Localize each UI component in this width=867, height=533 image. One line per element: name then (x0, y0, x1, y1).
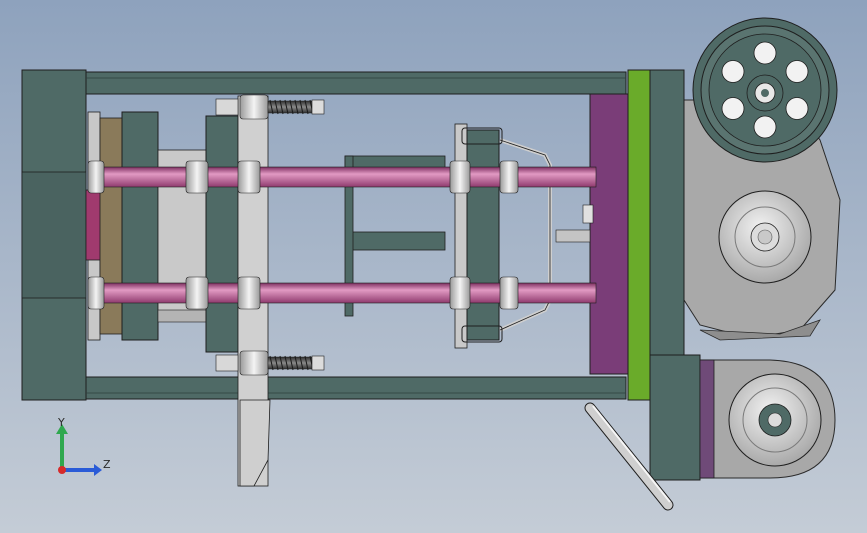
pulley-hole (785, 97, 809, 120)
drive-pulley-large[interactable] (692, 17, 838, 163)
hex-nut (215, 354, 239, 372)
spring-bolt-assemblies (215, 94, 325, 376)
spring-collar (239, 94, 269, 120)
spring-coil (299, 99, 304, 115)
bolt-head (311, 355, 325, 371)
rod-bushing (237, 160, 261, 194)
pulley-hole (785, 60, 809, 83)
guide-rod-1 (95, 166, 597, 188)
spring-coil (299, 355, 304, 371)
triad-origin (58, 466, 66, 474)
spring-coil (304, 355, 309, 371)
rod-bushing (237, 276, 261, 310)
spring-coil (274, 355, 279, 371)
guide-rods (87, 160, 597, 310)
spring-coil (269, 99, 274, 115)
spring-bolt-1 (215, 94, 325, 120)
motor-pulley (728, 373, 822, 467)
coordinate-triad: Y Z (56, 416, 111, 476)
main-frame (21, 69, 627, 401)
spring-bolt-2 (215, 350, 325, 376)
idler-pulley (718, 190, 812, 284)
z-axis-label: Z (103, 458, 111, 471)
fixed-platen (555, 69, 715, 481)
guide-rod-2 (95, 282, 597, 304)
spring-coil (304, 99, 309, 115)
spring-coil (269, 355, 274, 371)
spring-coil (279, 355, 284, 371)
hex-nut (215, 98, 239, 116)
pulley-spoke-holes (721, 41, 809, 139)
rod-bushing (185, 276, 209, 310)
guide-plate (454, 123, 503, 349)
spring-collar (239, 350, 269, 376)
spring-coil (289, 355, 294, 371)
spring-coil (294, 99, 299, 115)
spring-coil (294, 355, 299, 371)
spring-coil (284, 99, 289, 115)
rod-bushing (185, 160, 209, 194)
rod-bushing (449, 160, 471, 194)
pulley-hole (753, 41, 777, 65)
middle-carriage (344, 138, 552, 332)
bottom-rail (85, 376, 627, 400)
pulley-hole (721, 97, 745, 120)
pulley-hole (753, 115, 777, 139)
rod-bushing (87, 276, 105, 310)
rod-bushing (499, 276, 519, 310)
spring-coil (289, 99, 294, 115)
top-rail (85, 71, 627, 95)
spring-coil (284, 355, 289, 371)
spring-coil (279, 99, 284, 115)
spring-coil (274, 99, 279, 115)
bolt-head (311, 99, 325, 115)
y-axis-label: Y (57, 416, 65, 429)
pulley-hole (721, 60, 745, 83)
rod-bushing (499, 160, 519, 194)
handle-lever[interactable] (584, 402, 674, 511)
rod-bushing (87, 160, 105, 194)
rod-bushing (449, 276, 471, 310)
